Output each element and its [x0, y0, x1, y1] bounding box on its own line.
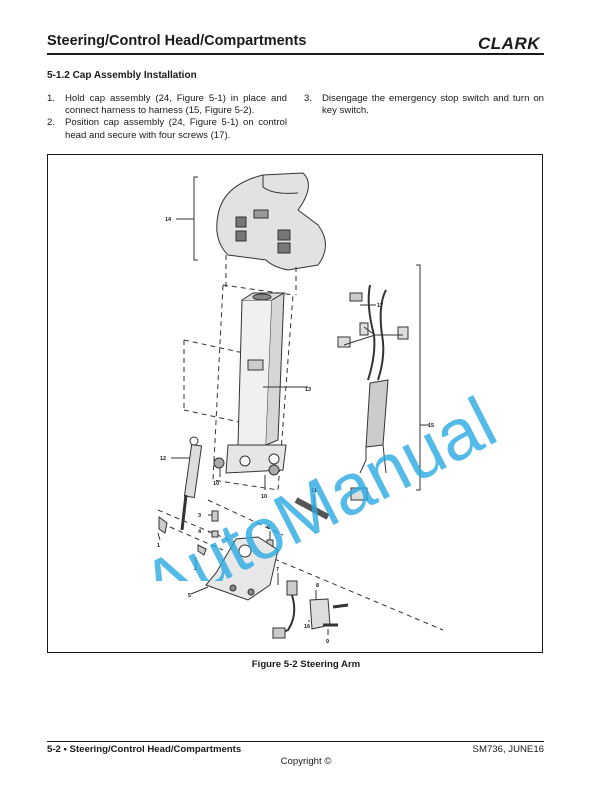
- callout-label: 17: [377, 303, 383, 309]
- footer-doc-id: SM736, JUNE16: [472, 744, 544, 755]
- logo-text: CLARK: [478, 34, 541, 52]
- steering-arm-figure: 14 17 13 15 12 10 10 11 3 4 6 1 2 5 7 8 …: [47, 154, 543, 653]
- callout-label: 5: [188, 593, 191, 599]
- callout-label: 15: [428, 423, 434, 429]
- callout-label: 10: [261, 494, 267, 500]
- callout-label: 4: [198, 529, 202, 535]
- step-text: Hold cap assembly (24, Figure 5-1) in pl…: [65, 93, 287, 117]
- footer-divider: [47, 741, 544, 742]
- step-item: 3. Disengage the emergency stop switch a…: [304, 93, 544, 117]
- step-text: Disengage the emergency stop switch and …: [322, 93, 544, 117]
- callout-label: 1: [157, 543, 160, 549]
- figure-caption: Figure 5-2 Steering Arm: [251, 659, 361, 670]
- step-number: 2.: [47, 117, 56, 129]
- footer-copyright: Copyright ©: [280, 756, 332, 767]
- steps-column-left: 1. Hold cap assembly (24, Figure 5-1) in…: [47, 93, 287, 142]
- callout-label: 8: [316, 583, 319, 589]
- page-title: Steering/Control Head/Compartments: [47, 33, 307, 49]
- callout-label: 3: [198, 513, 201, 519]
- header-divider: [47, 53, 544, 55]
- step-item: 1. Hold cap assembly (24, Figure 5-1) in…: [47, 93, 287, 117]
- footer-page-label: 5-2 • Steering/Control Head/Compartments: [47, 744, 242, 755]
- callout-label: 9: [326, 639, 329, 645]
- callout-label: 12: [160, 456, 166, 462]
- callout-label: 2: [194, 566, 197, 572]
- callout-label: 11: [311, 488, 317, 494]
- callout-label: 10: [213, 481, 219, 487]
- step-number: 3.: [304, 93, 313, 104]
- callout-label: 6: [267, 525, 270, 531]
- callout-label: 16: [304, 624, 310, 630]
- exploded-diagram: 14 17 13 15 12 10 10 11 3 4 6 1 2 5 7 8 …: [157, 172, 444, 645]
- callout-label: 14: [165, 217, 172, 223]
- steps-column-right: 3. Disengage the emergency stop switch a…: [304, 93, 544, 117]
- callout-label: 13: [305, 387, 311, 393]
- step-text: Position cap assembly (24, Figure 5-1) o…: [65, 117, 287, 141]
- callout-label: 7: [276, 567, 279, 573]
- clark-logo: CLARK: [478, 34, 541, 52]
- section-heading: 5-1.2 Cap Assembly Installation: [47, 70, 197, 81]
- step-item: 2. Position cap assembly (24, Figure 5-1…: [47, 117, 287, 141]
- step-number: 1.: [47, 93, 56, 104]
